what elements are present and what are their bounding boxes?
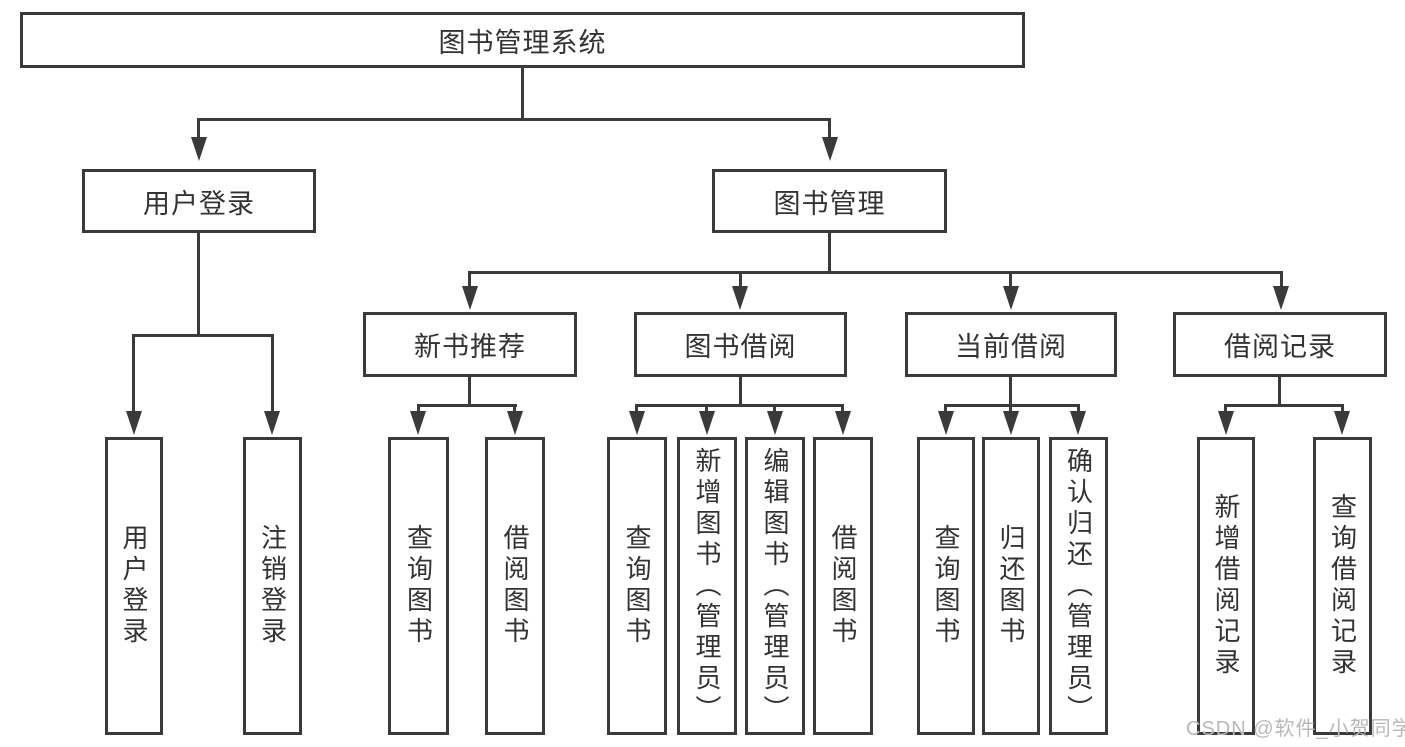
arrow-down-icon [462, 286, 478, 310]
connector [132, 334, 135, 415]
connector [417, 404, 517, 407]
connector [1224, 404, 1227, 416]
node-borrow-records-label: 借阅记录 [1224, 332, 1336, 362]
node-book-management: 图书管理 [712, 169, 947, 233]
connector [271, 334, 274, 415]
connector [841, 404, 844, 416]
connector [1009, 271, 1012, 289]
leaf-query-borrow-record: 查询借阅记录 [1313, 437, 1372, 735]
leaf-borrow-books-borrow-label: 借阅图书 [828, 524, 858, 648]
watermark: CSDN @软件_小贺同学 [1186, 718, 1405, 740]
leaf-query-books-recommend: 查询图书 [388, 437, 449, 735]
connector [132, 334, 274, 337]
arrow-down-icon [767, 411, 783, 435]
connector [197, 233, 200, 336]
connector [468, 271, 471, 289]
leaf-query-books-current-label: 查询图书 [931, 524, 961, 648]
arrow-down-icon [264, 411, 280, 435]
arrow-down-icon [732, 286, 748, 310]
connector [944, 404, 947, 416]
arrow-down-icon [1334, 411, 1350, 435]
arrow-down-icon [835, 411, 851, 435]
arrow-down-icon [1273, 286, 1289, 310]
leaf-user-login-label: 用户登录 [119, 524, 149, 648]
leaf-add-borrow-record: 新增借阅记录 [1197, 437, 1255, 735]
node-root-label: 图书管理系统 [438, 27, 607, 58]
connector [828, 118, 831, 142]
connector [1280, 271, 1283, 289]
connector [1009, 377, 1012, 407]
node-root: 图书管理系统 [20, 12, 1025, 68]
connector [197, 118, 831, 121]
connector [513, 404, 516, 416]
arrow-down-icon [126, 411, 142, 435]
connector [417, 404, 420, 416]
connector [197, 118, 200, 142]
leaf-query-books-current: 查询图书 [917, 437, 975, 735]
connector [944, 404, 1080, 407]
leaf-edit-book-admin: 编辑图书（管理员） [745, 437, 805, 735]
node-book-borrow-label: 图书借阅 [684, 332, 797, 362]
node-user-login-branch-label: 用户登录 [143, 188, 255, 219]
connector [1077, 404, 1080, 416]
arrow-down-icon [507, 411, 523, 435]
node-user-login-branch: 用户登录 [82, 169, 316, 233]
leaf-return-book-label: 归还图书 [996, 524, 1026, 648]
connector [635, 404, 844, 407]
node-book-management-label: 图书管理 [773, 188, 886, 219]
leaf-logout: 注销登录 [243, 437, 302, 735]
connector [1009, 404, 1012, 416]
connector [468, 377, 471, 407]
connector [773, 404, 776, 416]
arrow-down-icon [1003, 286, 1019, 310]
node-new-book-recommend: 新书推荐 [363, 312, 577, 377]
connector [705, 404, 708, 416]
leaf-query-borrow-record-label: 查询借阅记录 [1327, 493, 1358, 679]
node-borrow-records: 借阅记录 [1173, 312, 1387, 377]
connector [1224, 404, 1344, 407]
arrow-down-icon [1003, 411, 1019, 435]
leaf-user-login: 用户登录 [105, 437, 163, 735]
arrow-down-icon [699, 411, 715, 435]
connector [468, 271, 1283, 274]
node-current-borrow: 当前借阅 [905, 312, 1117, 377]
connector [1341, 404, 1344, 416]
connector [828, 233, 831, 274]
leaf-query-books-recommend-label: 查询图书 [403, 524, 434, 648]
connector [1278, 377, 1281, 407]
node-new-book-recommend-label: 新书推荐 [414, 332, 526, 362]
arrow-down-icon [410, 411, 426, 435]
arrow-down-icon [938, 411, 954, 435]
arrow-down-icon [1218, 411, 1234, 435]
leaf-add-borrow-record-label: 新增借阅记录 [1211, 493, 1241, 679]
leaf-add-book-admin-label: 新增图书（管理员） [692, 446, 722, 726]
leaf-logout-label: 注销登录 [257, 524, 288, 648]
arrow-down-icon [191, 137, 207, 161]
leaf-return-book: 归还图书 [982, 437, 1040, 735]
node-current-borrow-label: 当前借阅 [955, 332, 1067, 362]
leaf-add-book-admin: 新增图书（管理员） [677, 437, 737, 735]
leaf-query-books-borrow: 查询图书 [607, 437, 667, 735]
connector [739, 377, 742, 407]
connector [635, 404, 638, 416]
arrow-down-icon [822, 137, 838, 161]
leaf-borrow-books-recommend: 借阅图书 [485, 437, 545, 735]
leaf-borrow-books-borrow: 借阅图书 [813, 437, 873, 735]
connector [521, 68, 524, 121]
arrow-down-icon [1070, 411, 1086, 435]
leaf-query-books-borrow-label: 查询图书 [622, 524, 652, 648]
leaf-borrow-books-recommend-label: 借阅图书 [500, 524, 530, 648]
leaf-confirm-return-admin-label: 确认归还（管理员） [1063, 446, 1094, 726]
node-book-borrow: 图书借阅 [634, 312, 847, 377]
arrow-down-icon [629, 411, 645, 435]
connector [739, 271, 742, 289]
leaf-confirm-return-admin: 确认归还（管理员） [1049, 437, 1108, 735]
leaf-edit-book-admin-label: 编辑图书（管理员） [760, 446, 790, 726]
